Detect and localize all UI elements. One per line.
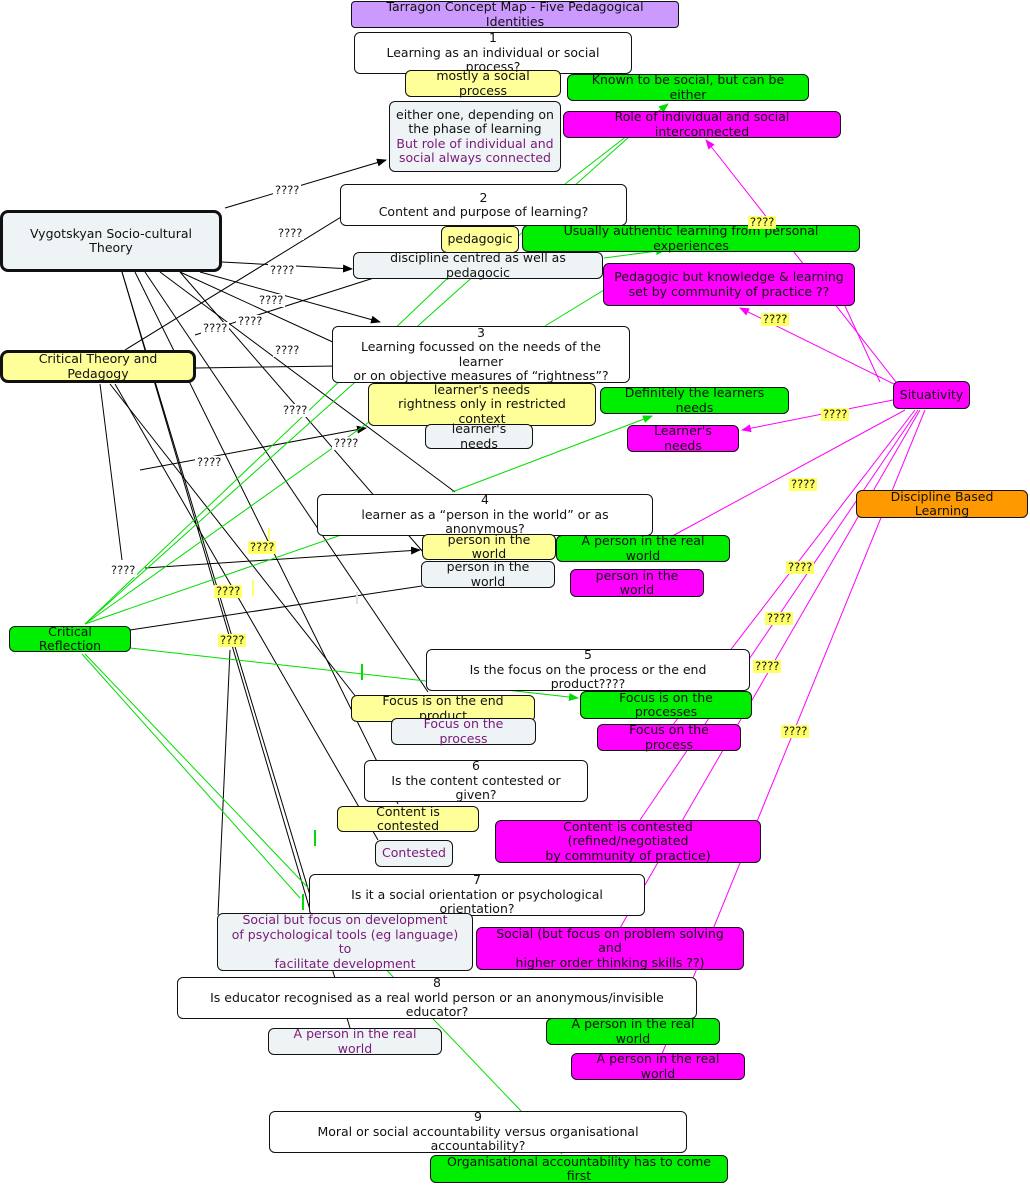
theory-critical-pedagogy[interactable]: Critical Theory and Pedagogy (0, 350, 196, 383)
edge-vyg-q3 (199, 271, 381, 324)
link-label: ???? (268, 263, 297, 277)
edge-sit-a3 (741, 399, 894, 433)
edge-crit-a7 (217, 649, 231, 916)
answer-8-reflection[interactable]: A person in the real world (546, 1016, 720, 1045)
answer-3-vygotsky[interactable]: learner's needs (425, 421, 533, 450)
link-label: ???? (748, 215, 777, 229)
link-label: ???? (273, 343, 302, 357)
answer-6-critical[interactable]: Content is contested (337, 804, 479, 833)
edge-sit-a2b (844, 305, 881, 383)
answer-7-situativity[interactable]: Social (but focus on problem solving and… (476, 926, 744, 970)
edge-vyg-a1 (224, 158, 387, 209)
question-7[interactable]: 7 Is it a social orientation or psycholo… (309, 873, 645, 916)
link-label: ???? (214, 584, 243, 598)
answer-2-situativity[interactable]: Pedagogic but knowledge & learning set b… (603, 263, 855, 306)
question-5[interactable]: 5 Is the focus on the process or the end… (426, 648, 750, 691)
answer-1-vygotsky[interactable]: either one, depending on the phase of le… (389, 101, 561, 172)
answer-2-critical[interactable]: pedagogic (441, 226, 519, 253)
answer-3-reflection[interactable]: Definitely the learners needs (600, 385, 789, 414)
link-label: ???? (248, 540, 277, 554)
question-6[interactable]: 6 Is the content contested or given? (364, 759, 588, 802)
link-label: ???? (109, 563, 138, 577)
answer-3-critical[interactable]: learner's needs rightness only in restri… (368, 382, 596, 426)
edge-crit-a5 (109, 383, 361, 703)
answer-4-critical[interactable]: person in the world (422, 532, 556, 561)
answer-5-critical[interactable]: Focus is on the end product (351, 693, 535, 722)
link-label: ???? (761, 312, 790, 326)
edge-crit-a4-left (99, 383, 123, 561)
answer-4-situativity[interactable]: person in the world (570, 568, 704, 597)
edge-cr-a4grey (129, 585, 423, 631)
answer-3-situativity[interactable]: Learner's needs (627, 423, 739, 452)
answer-2-vygotsky[interactable]: discipline centred as well as pedagocic (353, 250, 603, 279)
edge-q3-a2g (544, 289, 605, 327)
edge-crit-q3 (195, 365, 339, 369)
link-label: ???? (821, 407, 850, 421)
edge-crit-a4 (144, 546, 421, 569)
answer-1-vygotsky-note: But role of individual and social always… (396, 135, 554, 165)
question-1[interactable]: 1 Learning as an individual or social pr… (354, 31, 632, 74)
link-label: ???? (273, 183, 302, 197)
answer-8-vygotsky[interactable]: A person in the real world (268, 1026, 442, 1055)
answer-1-situativity[interactable]: Role of individual and social interconne… (563, 109, 841, 138)
edge-crit-a3 (139, 425, 367, 471)
link-label: ???? (201, 321, 230, 335)
question-3[interactable]: 3 Learning focussed on the needs of the … (332, 325, 630, 383)
edge-sit-a1 (705, 139, 897, 383)
page-title: Tarragon Concept Map - Five Pedagogical … (351, 0, 679, 28)
question-8[interactable]: 8 Is educator recognised as a real world… (177, 976, 697, 1019)
edge-cr-a4 (84, 533, 345, 625)
answer-4-reflection[interactable]: A person in the real world (556, 533, 730, 562)
theory-situativity[interactable]: Situativity (893, 381, 970, 409)
answer-1-reflection[interactable]: Known to be social, but can be either (567, 72, 809, 101)
answer-5-vygotsky[interactable]: Focus on the process (391, 716, 536, 745)
answer-4-vygotsky[interactable]: person in the world (421, 559, 555, 588)
answer-1-vygotsky-main: either one, depending on the phase of le… (396, 106, 554, 136)
edge-cr-a3 (84, 419, 373, 625)
question-9[interactable]: 9 Moral or social accountability versus … (269, 1110, 687, 1153)
answer-6-situativity[interactable]: Content is contested (refined/negotiated… (495, 819, 761, 863)
link-label: ???? (781, 724, 810, 738)
theory-vygotsky[interactable]: Vygotskyan Socio-cultural Theory (0, 210, 222, 272)
edge-vyg-a5 (144, 271, 429, 693)
link-label: ???? (753, 659, 782, 673)
question-2[interactable]: 2 Content and purpose of learning? (340, 184, 627, 226)
answer-1-critical[interactable]: mostly a social process (405, 68, 561, 97)
edge-cr-a7 (81, 653, 301, 899)
link-label: ???? (195, 455, 224, 469)
edge-vyg-a4 (159, 271, 456, 493)
link-label: ???? (765, 611, 794, 625)
edge-sit-a4 (664, 409, 906, 541)
link-label: ???? (257, 293, 286, 307)
answer-8-situativity[interactable]: A person in the real world (571, 1051, 745, 1080)
edge-q4-a3g (451, 415, 653, 493)
link-label: ???? (218, 633, 247, 647)
theory-discipline-based[interactable]: Discipline Based Learning (856, 489, 1028, 518)
link-label: ???? (281, 403, 310, 417)
question-4[interactable]: 4 learner as a “person in the world” or … (317, 493, 653, 536)
answer-5-situativity[interactable]: Focus on the process (597, 722, 741, 751)
link-label: ???? (276, 226, 305, 240)
answer-6-vygotsky[interactable]: Contested (375, 840, 453, 867)
answer-7-vygotsky[interactable]: Social but focus on development of psych… (217, 912, 473, 971)
link-label: ???? (789, 477, 818, 491)
theory-critical-reflection[interactable]: Critical Reflection (9, 624, 131, 653)
answer-5-reflection[interactable]: Focus is on the processes (580, 690, 752, 719)
link-label: ???? (236, 314, 265, 328)
link-label: ???? (332, 436, 361, 450)
answer-9-reflection[interactable]: Organisational accountability has to com… (430, 1154, 728, 1183)
answer-2-reflection[interactable]: Usually authentic learning from personal… (522, 223, 860, 252)
link-label: ???? (786, 560, 815, 574)
